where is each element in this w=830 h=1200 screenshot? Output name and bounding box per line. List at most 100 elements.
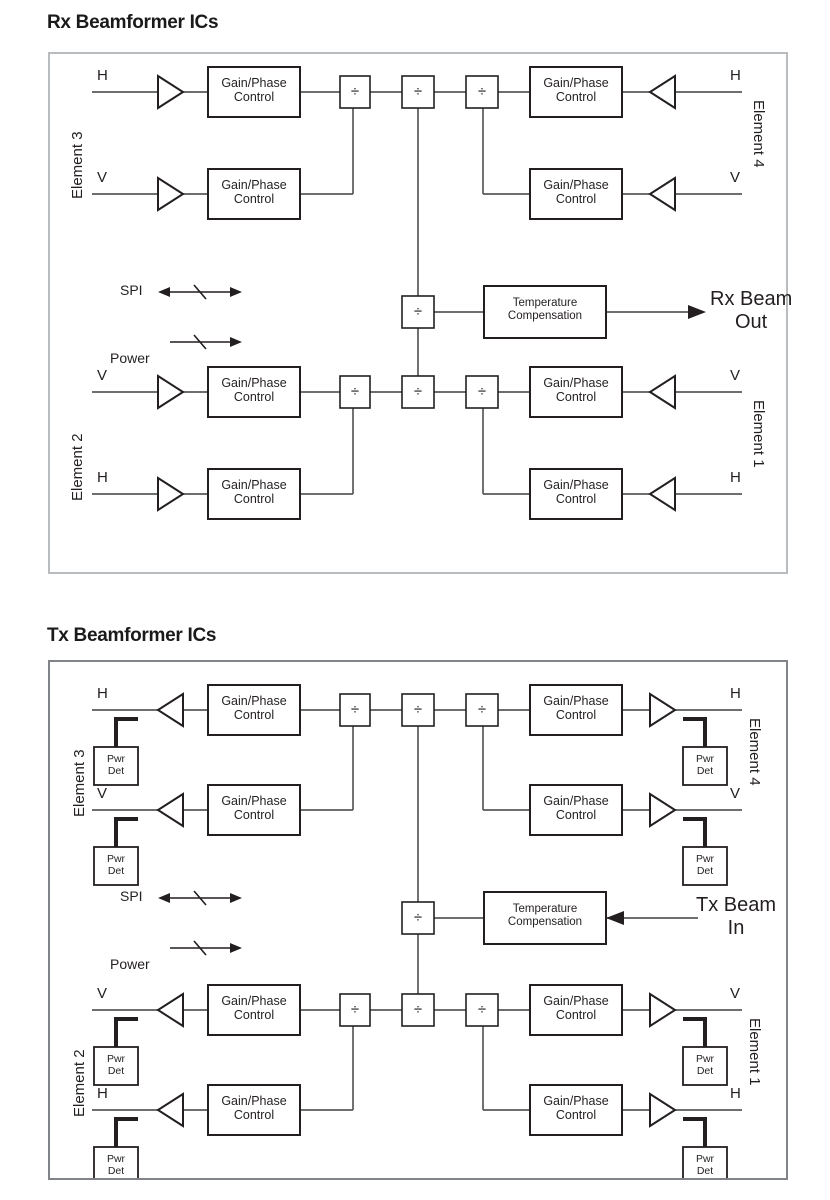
rx-block-diagram <box>50 54 786 572</box>
tx-pd-l1-e: Pwr <box>695 753 715 765</box>
rx-amplifier-e1v <box>648 374 676 410</box>
tx-pwr-det-e3v-label: Pwr Det <box>94 853 138 878</box>
rx-temperature-compensation-box <box>483 285 607 339</box>
rx-spi-arrow-right <box>230 287 242 297</box>
tx-pd-l2-a: Det <box>107 764 125 777</box>
rx-gp-l1-b: Gain/Phase <box>221 178 287 192</box>
rx-gain-phase-e3v-label: Gain/Phase Control <box>208 178 300 206</box>
rx-divider-1-symbol: ÷ <box>350 83 360 100</box>
tx-section-title: Tx Beamformer ICs <box>47 625 217 646</box>
rx-tc-l2: Compensation <box>507 310 583 323</box>
tx-tc-l1: Temperature <box>512 903 578 915</box>
tx-diagram-svg <box>92 684 742 1178</box>
rx-divider-4 <box>339 375 371 409</box>
tx-pd-l1-a: Pwr <box>106 753 126 765</box>
tx-pol-e3-bottom: V <box>97 785 108 802</box>
rx-amplifier-e3h <box>157 74 185 110</box>
tx-temperature-compensation-label: Temperature Compensation <box>484 903 606 929</box>
tx-divider-2 <box>401 693 435 727</box>
rx-pol-e3-bottom: V <box>97 169 108 186</box>
tx-gp-l2-h: Control <box>555 1108 597 1122</box>
rx-divider-3-symbol: ÷ <box>477 83 487 100</box>
rx-gain-phase-e1h-label: Gain/Phase Control <box>530 478 622 506</box>
tx-gain-phase-e3v <box>207 784 301 836</box>
tx-beamformer-panel: ÷ ÷ ÷ ÷ ÷ ÷ ÷ Gain/Phase Control Gain/Ph… <box>48 660 788 1180</box>
rx-gp-l1-a: Gain/Phase <box>221 76 287 90</box>
rx-gp-l2-b: Control <box>233 192 275 206</box>
rx-divider-center <box>401 295 435 329</box>
tx-pwr-det-e1v-label: Pwr Det <box>683 1053 727 1078</box>
tx-spi-arrow-right <box>230 893 242 903</box>
tx-pd-l2-f: Det <box>696 864 714 877</box>
tx-divider-1 <box>339 693 371 727</box>
tx-gp-l2-c: Control <box>555 708 597 722</box>
tx-coupler-e2v <box>114 1017 138 1047</box>
tx-pwr-det-e2h <box>93 1146 139 1178</box>
tx-gp-l1-g: Gain/Phase <box>543 994 609 1008</box>
rx-gain-phase-e2h <box>207 468 301 520</box>
tx-gain-phase-e1h <box>529 1084 623 1136</box>
tx-beam-in-arrowhead <box>606 911 624 925</box>
rx-element-label-1: Element 1 <box>750 400 767 468</box>
tx-pd-l1-g: Pwr <box>695 1053 715 1065</box>
tx-temperature-compensation-box <box>483 891 607 945</box>
rx-element-label-4: Element 4 <box>750 100 767 168</box>
rx-beam-l1: Rx Beam <box>710 288 793 310</box>
tx-gp-l1-b: Gain/Phase <box>221 794 287 808</box>
tx-divider-4 <box>339 993 371 1027</box>
tx-pol-e1-top: V <box>730 985 741 1002</box>
tx-gp-l1-d: Gain/Phase <box>543 794 609 808</box>
rx-power-arrow-right <box>230 337 242 347</box>
tx-gain-phase-e3h-label: Gain/Phase Control <box>208 694 300 722</box>
tx-gain-phase-e2v <box>207 984 301 1036</box>
tx-pwr-det-e3h <box>93 746 139 786</box>
tx-gp-l1-a: Gain/Phase <box>221 694 287 708</box>
tx-amplifier-e2h <box>156 1092 184 1128</box>
tx-power-slash <box>193 940 207 956</box>
rx-divider-2-symbol: ÷ <box>413 83 423 100</box>
tx-spi-arrow-left <box>158 893 170 903</box>
tx-gp-l2-d: Control <box>555 808 597 822</box>
tx-gp-l1-e: Gain/Phase <box>221 994 287 1008</box>
rx-divider-6 <box>465 375 499 409</box>
rx-amplifier-e2v <box>157 374 185 410</box>
rx-gp-l2-d: Control <box>555 192 597 206</box>
tx-pd-l2-e: Det <box>696 764 714 777</box>
rx-divider-4-symbol: ÷ <box>350 383 360 400</box>
tx-pd-l2-b: Det <box>107 864 125 877</box>
rx-power-label: Power <box>110 350 150 366</box>
tx-pwr-det-e3h-label: Pwr Det <box>94 753 138 778</box>
rx-gain-phase-e1h <box>529 468 623 520</box>
tx-pd-l1-b: Pwr <box>106 853 126 865</box>
tx-coupler-e4v <box>683 817 707 847</box>
tx-gain-phase-e2h <box>207 1084 301 1136</box>
tx-power-arrow-right <box>230 943 242 953</box>
tx-amplifier-e4h <box>649 692 677 728</box>
rx-gain-phase-e4h-label: Gain/Phase Control <box>530 76 622 104</box>
tx-pd-l1-d: Pwr <box>106 1153 126 1165</box>
tx-gp-l2-f: Control <box>233 1108 275 1122</box>
tx-gain-phase-e2h-label: Gain/Phase Control <box>208 1094 300 1122</box>
rx-gain-phase-e3h <box>207 66 301 118</box>
rx-divider-3 <box>465 75 499 109</box>
tx-divider-center-symbol: ÷ <box>413 909 423 926</box>
rx-section-title: Rx Beamformer ICs <box>47 12 219 33</box>
tx-tc-l2: Compensation <box>507 916 583 929</box>
tx-pd-l1-f: Pwr <box>695 853 715 865</box>
rx-gain-phase-e4v-label: Gain/Phase Control <box>530 178 622 206</box>
tx-pol-e3-top: H <box>97 685 108 702</box>
tx-divider-center <box>401 901 435 935</box>
rx-element-label-3: Element 3 <box>69 131 86 199</box>
rx-gain-phase-e4h <box>529 66 623 118</box>
tx-gp-l2-g: Control <box>555 1008 597 1022</box>
tx-coupler-e4h <box>683 717 707 747</box>
tx-gp-l2-e: Control <box>233 1008 275 1022</box>
tx-element-label-1: Element 1 <box>746 1018 763 1086</box>
rx-gp-l1-g: Gain/Phase <box>543 376 609 390</box>
rx-gp-l2-e: Control <box>233 390 275 404</box>
tx-pd-l1-c: Pwr <box>106 1053 126 1065</box>
rx-gain-phase-e1v <box>529 366 623 418</box>
tx-divider-6-symbol: ÷ <box>477 1001 487 1018</box>
tx-pwr-det-e2h-label: Pwr Det <box>94 1153 138 1178</box>
tx-divider-2-symbol: ÷ <box>413 701 423 718</box>
